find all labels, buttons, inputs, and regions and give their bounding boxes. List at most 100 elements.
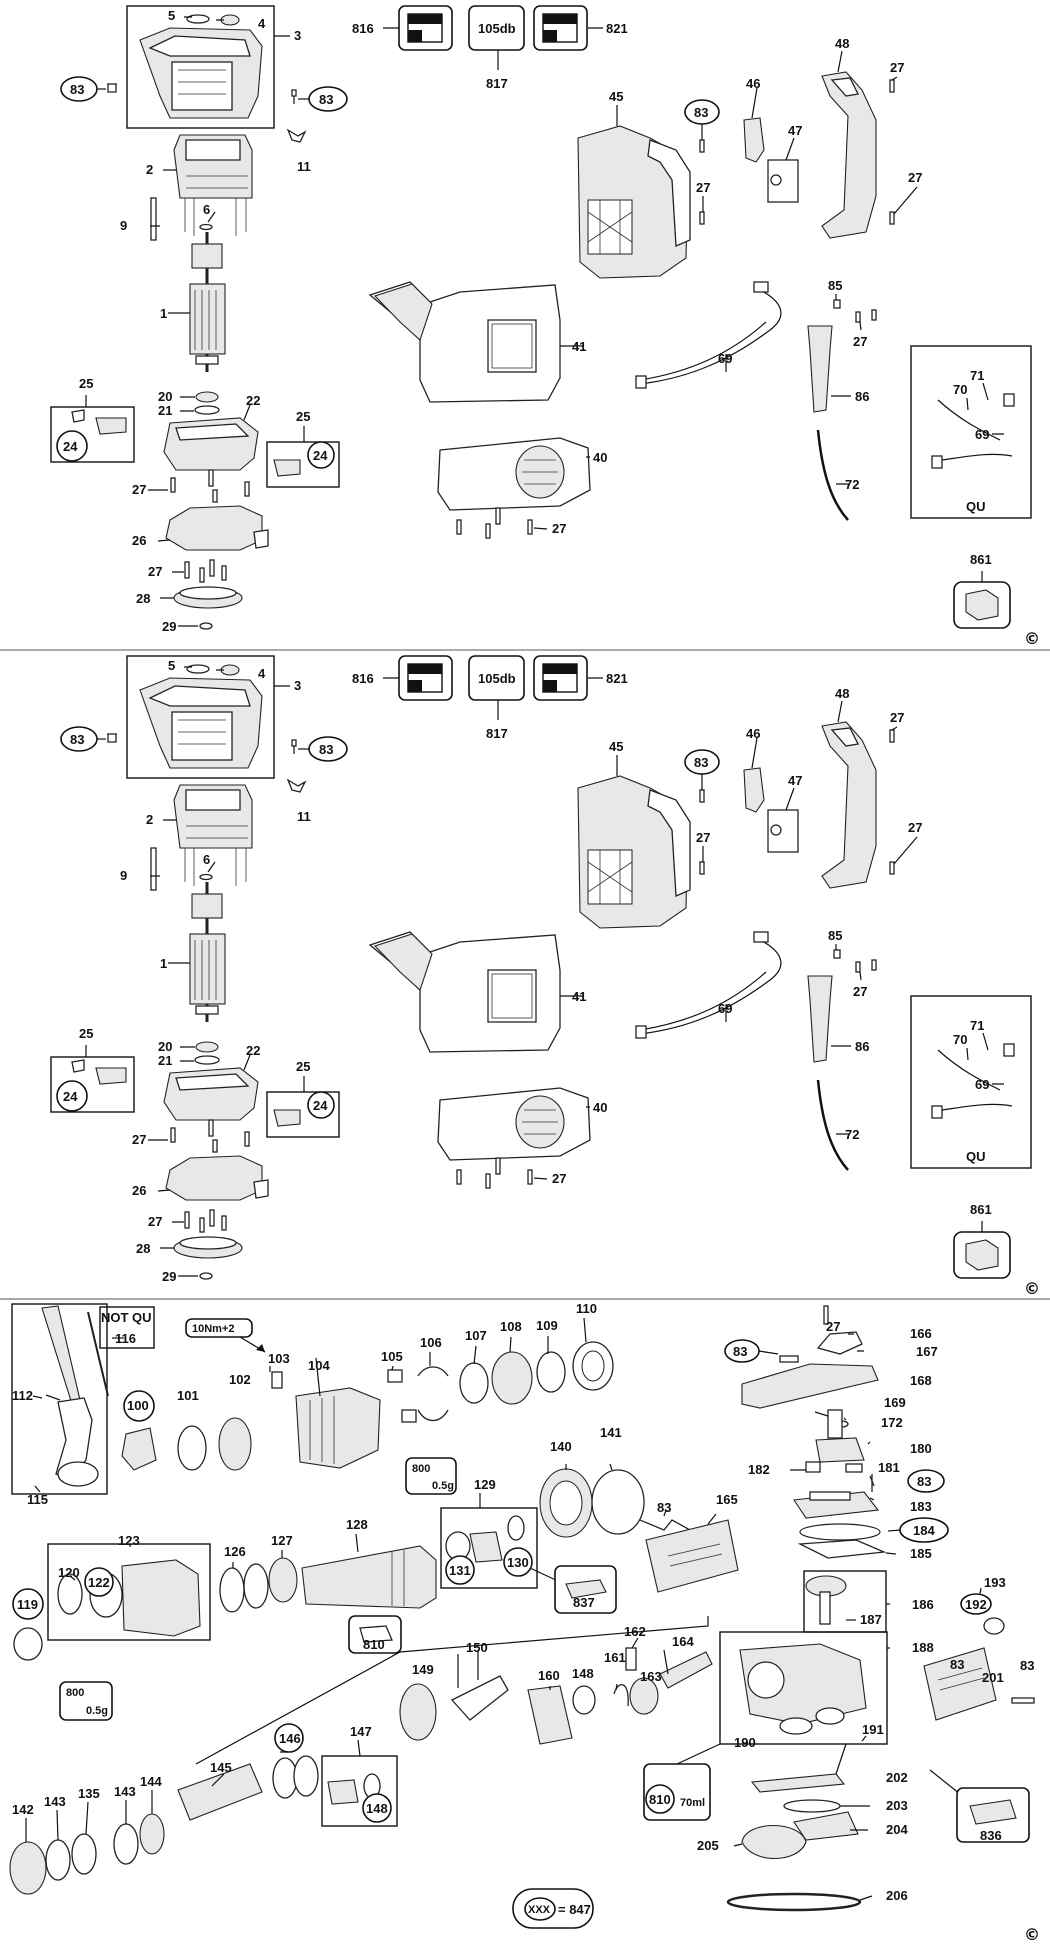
part-label-24: 24 xyxy=(313,448,328,463)
part-label-115: 115 xyxy=(27,1492,48,1507)
oil-amount-label: 70ml xyxy=(680,1797,705,1809)
part-label-41: 41 xyxy=(572,339,586,354)
part-label-188: 188 xyxy=(912,1640,934,1655)
part-label-106: 106 xyxy=(420,1335,442,1350)
part-label-116: 116 xyxy=(115,1331,136,1346)
part-label-86: 86 xyxy=(855,389,869,404)
part-label-821: 821 xyxy=(606,671,628,686)
part-label-102: 102 xyxy=(229,1372,251,1387)
part-label-24: 24 xyxy=(63,1089,78,1104)
part-label-25: 25 xyxy=(296,1059,310,1074)
part-label-201: 201 xyxy=(982,1670,1004,1685)
part-label-27: 27 xyxy=(826,1319,840,1334)
part-label-22: 22 xyxy=(246,393,260,408)
part-label-183: 183 xyxy=(910,1499,932,1514)
part-label-47: 47 xyxy=(788,773,802,788)
part-label-2: 2 xyxy=(146,812,153,827)
part-label-163: 163 xyxy=(640,1669,662,1684)
legend-xxx-label: XXX xyxy=(528,1904,551,1916)
part-label-193: 193 xyxy=(984,1575,1006,1590)
part-label-160: 160 xyxy=(538,1668,560,1683)
section-2-diagram: 5 4 3 83 83 11 2 6 9 1 25 24 20 21 22 25… xyxy=(49,654,1040,1298)
part-label-146: 146 xyxy=(279,1731,301,1746)
part-label-184: 184 xyxy=(913,1523,935,1538)
part-label-112: 112 xyxy=(12,1388,33,1403)
part-label-190: 190 xyxy=(734,1735,756,1750)
part-label-149: 149 xyxy=(412,1662,434,1677)
part-label-69: 69 xyxy=(975,427,989,442)
part-label-185: 185 xyxy=(910,1546,932,1561)
part-label-27: 27 xyxy=(132,1132,146,1147)
section-1-diagram: 5 4 3 83 83 11 2 6 9 1 25 24 20 21 22 25… xyxy=(49,4,1040,648)
grease-amount-label: 0.5g xyxy=(86,1705,108,1717)
part-label-20: 20 xyxy=(158,389,172,404)
part-label-25: 25 xyxy=(296,409,310,424)
part-label-129: 129 xyxy=(474,1477,496,1492)
part-label-169: 169 xyxy=(884,1395,906,1410)
part-label-203: 203 xyxy=(886,1798,908,1813)
part-label-1: 1 xyxy=(160,956,167,971)
part-label-48: 48 xyxy=(835,36,849,51)
part-label-27: 27 xyxy=(696,830,710,845)
part-label-861: 861 xyxy=(970,1202,992,1217)
part-label-162: 162 xyxy=(624,1624,646,1639)
part-label-27: 27 xyxy=(148,1214,162,1229)
part-label-166: 166 xyxy=(910,1326,932,1341)
part-label-143: 143 xyxy=(114,1784,136,1799)
part-label-46: 46 xyxy=(746,76,760,91)
part-label-45: 45 xyxy=(609,739,623,754)
part-label-27: 27 xyxy=(853,334,867,349)
part-label-41: 41 xyxy=(572,989,586,1004)
part-label-21: 21 xyxy=(158,1053,172,1068)
part-label-6: 6 xyxy=(203,202,210,217)
part-label-40: 40 xyxy=(593,1100,607,1115)
part-label-24: 24 xyxy=(63,439,78,454)
part-label-817: 817 xyxy=(486,726,508,741)
part-label-161: 161 xyxy=(604,1650,626,1665)
part-label-180: 180 xyxy=(910,1441,932,1456)
part-label-181: 181 xyxy=(878,1460,900,1475)
part-label-104: 104 xyxy=(308,1358,330,1373)
part-label-28: 28 xyxy=(136,591,150,606)
part-label-141: 141 xyxy=(600,1425,622,1440)
part-label-150: 150 xyxy=(466,1640,488,1655)
part-label-6: 6 xyxy=(203,852,210,867)
part-label-861: 861 xyxy=(970,552,992,567)
part-label-71: 71 xyxy=(970,1018,984,1033)
part-label-83: 83 xyxy=(70,82,84,97)
part-label-165: 165 xyxy=(716,1492,738,1507)
part-label-27: 27 xyxy=(552,1171,566,1186)
part-label-130: 130 xyxy=(507,1555,529,1570)
part-label-100: 100 xyxy=(127,1398,149,1413)
part-label-816: 816 xyxy=(352,671,374,686)
part-label-1: 1 xyxy=(160,306,167,321)
part-label-85: 85 xyxy=(828,928,842,943)
part-label-46: 46 xyxy=(746,726,760,741)
part-label-72: 72 xyxy=(845,477,859,492)
part-label-108: 108 xyxy=(500,1319,522,1334)
part-label-119: 119 xyxy=(17,1597,38,1612)
part-label-131: 131 xyxy=(449,1563,471,1578)
part-label-3: 3 xyxy=(294,678,301,693)
part-label-83: 83 xyxy=(319,92,333,107)
part-label-22: 22 xyxy=(246,1043,260,1058)
part-label-191: 191 xyxy=(862,1722,884,1737)
part-label-24: 24 xyxy=(313,1098,328,1113)
part-label-11: 11 xyxy=(297,809,311,824)
part-label-20: 20 xyxy=(158,1039,172,1054)
part-label-83: 83 xyxy=(950,1657,964,1672)
part-label-120: 120 xyxy=(58,1565,80,1580)
noise-label-105db: 105db xyxy=(478,671,516,686)
part-label-123: 123 xyxy=(118,1533,140,1548)
part-label-40: 40 xyxy=(593,450,607,465)
part-label-182: 182 xyxy=(748,1462,770,1477)
section-3-diagram: NOT QU 116 112 115 10Nm+2 103 104 100 10… xyxy=(9,1301,1040,1944)
grease-label-800: 800 xyxy=(66,1687,84,1699)
copyright-mark: © xyxy=(1024,1279,1040,1298)
part-label-27: 27 xyxy=(890,60,904,75)
part-label-26: 26 xyxy=(132,533,146,548)
part-label-110: 110 xyxy=(576,1301,597,1316)
part-label-5: 5 xyxy=(168,658,175,673)
part-label-27: 27 xyxy=(908,170,922,185)
